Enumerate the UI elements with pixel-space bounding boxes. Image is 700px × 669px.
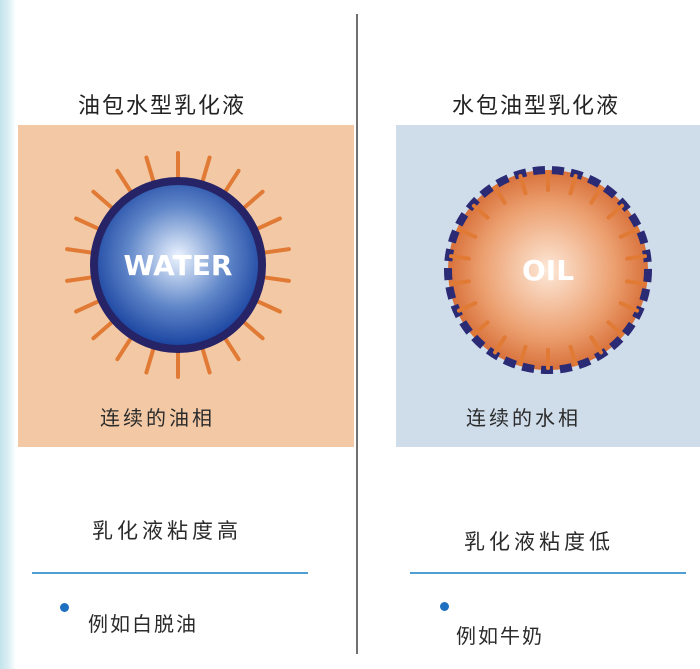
right-title: 水包油型乳化液 [452,94,621,119]
surfactant-tail [144,155,156,185]
surfactant-tail [65,247,95,255]
surfactant-tail [568,344,578,366]
surfactant-tail [261,247,291,255]
surfactant-tail [254,216,282,232]
surfactant-tail [222,168,241,195]
left-bullet-icon [60,603,69,612]
surfactant-tail [471,320,490,337]
right-separator-line [410,572,686,574]
surfactant-tail [261,275,291,283]
surfactant-tail [456,227,478,239]
surfactant-tail [606,203,625,220]
left-title: 油包水型乳化液 [78,94,247,119]
surfactant-tail [449,279,471,286]
surfactant-tail [606,320,625,337]
surfactant-membrane [90,177,266,353]
surfactant-tail [618,227,640,239]
surfactant-tail [471,203,490,220]
surfactant-tail [144,345,156,375]
surfactant-tail [456,301,478,313]
right-bullet-icon [440,602,449,611]
water-in-oil-diagram: WATER [18,125,354,447]
surfactant-tail [65,275,95,283]
surfactant-tail [254,298,282,314]
surfactant-tail [449,254,471,261]
surfactant-tail [74,216,102,232]
surfactant-tail [618,301,640,313]
surfactant-tail [518,174,528,196]
surfactant-tail [625,279,647,286]
right-phase-label: 连续的水相 [466,406,581,430]
surfactant-tail [91,189,115,211]
panel-divider [356,14,358,654]
left-edge-decoration [0,0,16,669]
surfactant-tail [200,345,212,375]
oil-in-water-diagram: OIL [396,125,700,447]
water-droplet [94,181,262,349]
surfactant-tail [241,189,265,211]
oil-droplet [448,170,648,370]
right-diagram-panel: OIL [396,125,700,447]
surfactant-tail [518,344,528,366]
surfactant-tail [222,335,241,362]
surfactant-tail [568,174,578,196]
left-separator-line [32,572,308,574]
surfactant-tail [241,319,265,341]
surfactant-tail [115,335,134,362]
surfactant-tail [115,168,134,195]
left-phase-label: 连续的油相 [100,406,215,430]
surfactant-tail [589,185,603,205]
left-viscosity-note: 乳化液粘度高 [92,519,242,543]
surfactant-tail [493,335,507,355]
right-example: 例如牛奶 [456,624,544,648]
surfactant-tails [449,170,647,370]
right-viscosity-note: 乳化液粘度低 [464,530,614,554]
surfactant-tail [625,254,647,261]
surfactant-tail [200,155,212,185]
droplet-label: WATER [124,249,233,282]
surfactant-tail [493,185,507,205]
left-diagram-panel: WATER [18,125,354,447]
left-example: 例如白脱油 [88,612,198,636]
droplet-label: OIL [522,254,574,287]
surfactant-tail [74,298,102,314]
surfactant-tails [65,151,291,379]
surfactant-tail [589,335,603,355]
surfactant-tail [91,319,115,341]
